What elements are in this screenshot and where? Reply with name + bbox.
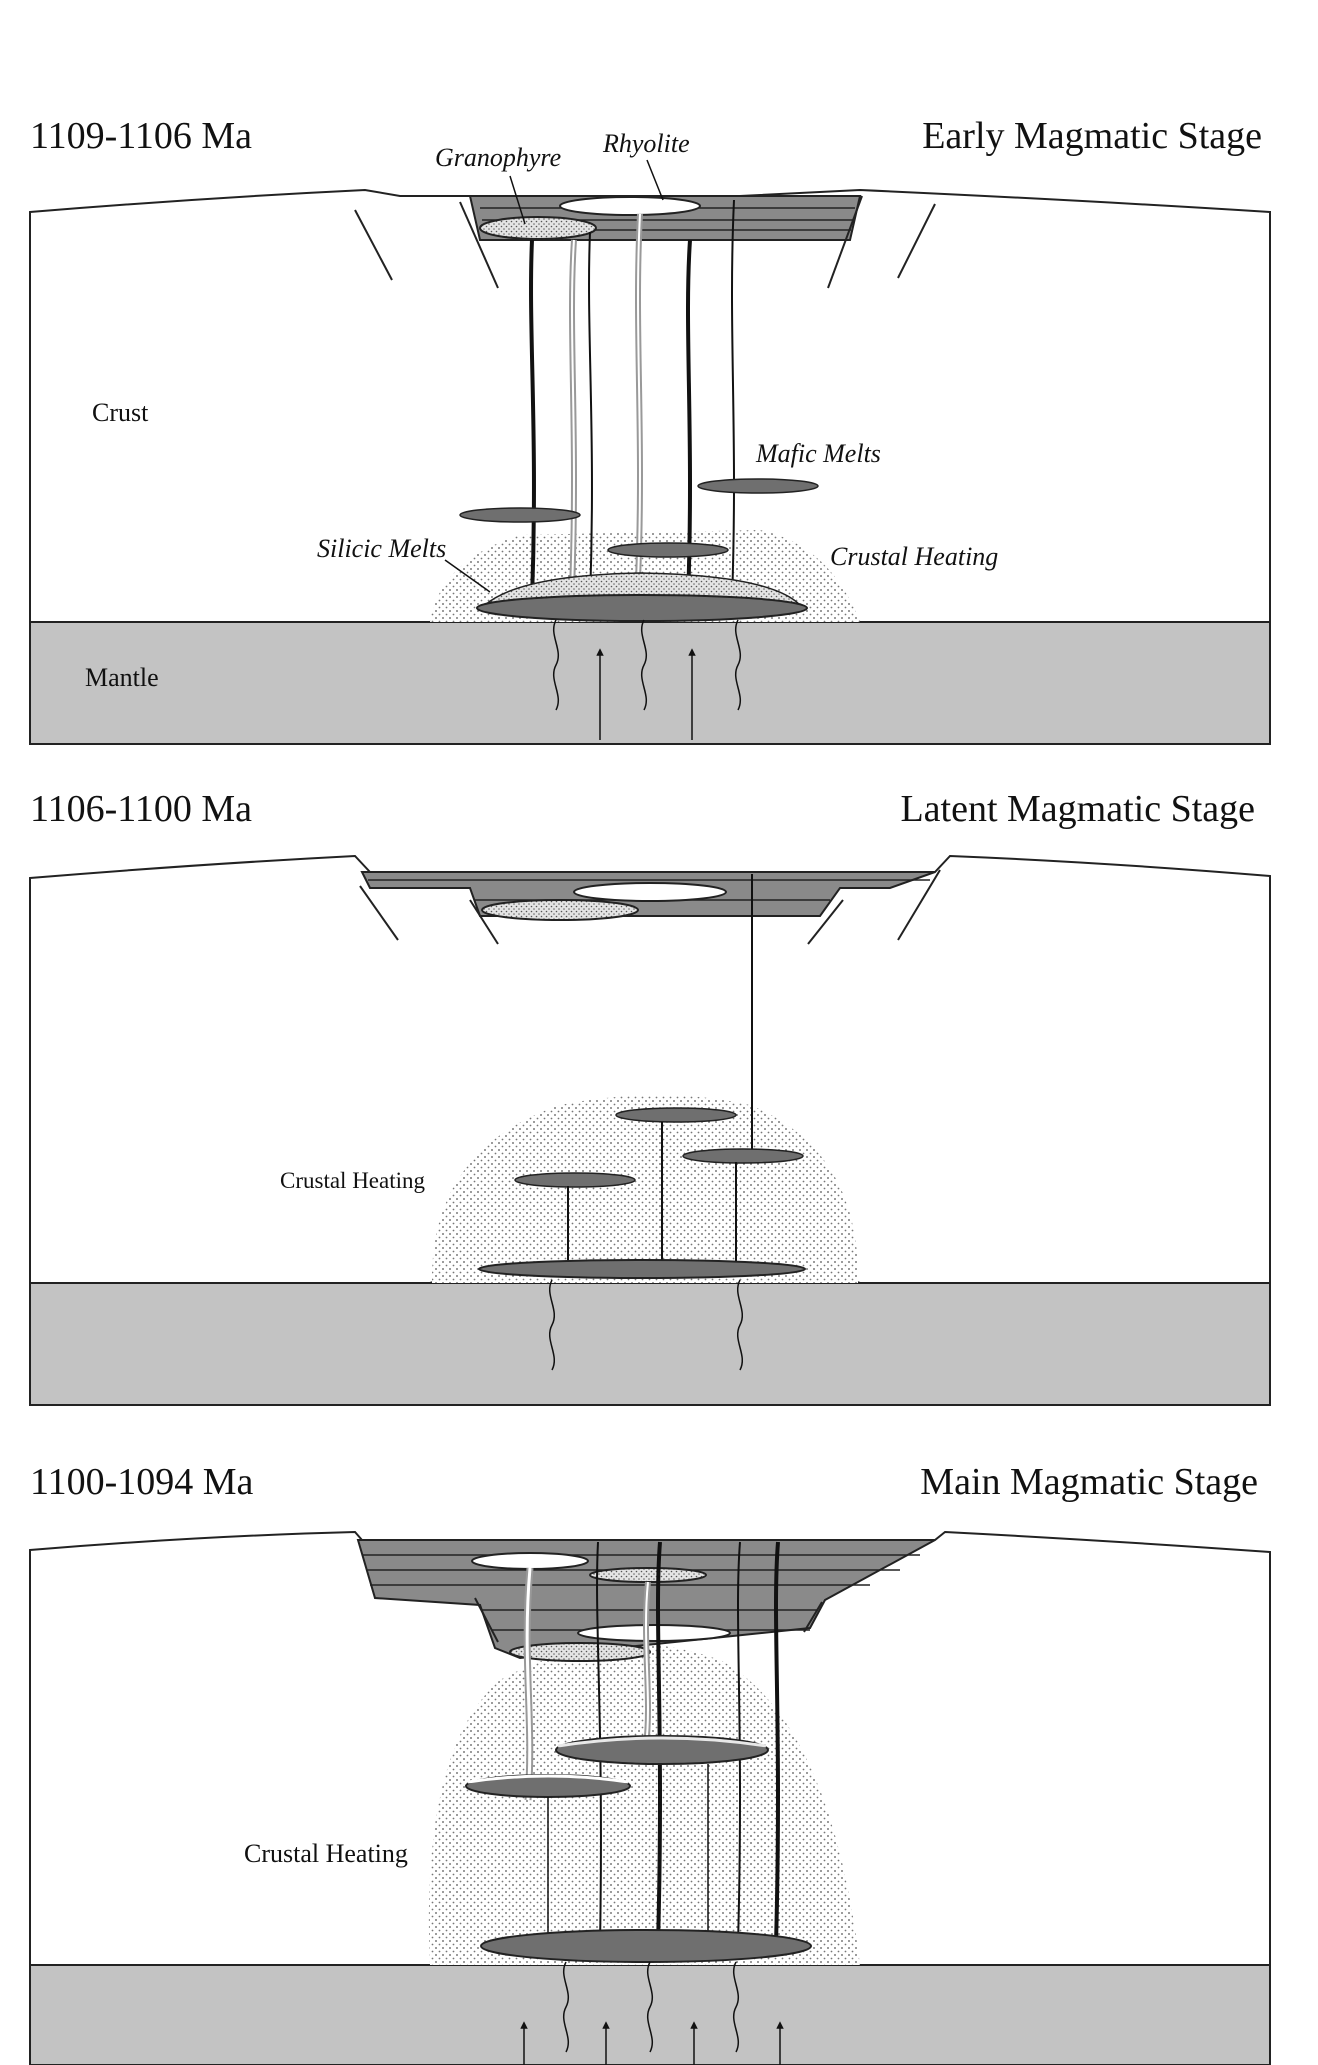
panel-main-magmatic-stage: 1100-1094 Ma Main Magmatic Stage xyxy=(29,1461,1271,2065)
panel-1-stage-label: Early Magmatic Stage xyxy=(922,115,1262,157)
rhyolite-label: Rhyolite xyxy=(602,129,690,158)
panel-3-stage-label: Main Magmatic Stage xyxy=(920,1461,1258,1503)
panel-1-mafic-sill xyxy=(607,542,729,558)
panel-early-magmatic-stage: 1109-1106 Ma Early Magmatic Stage xyxy=(29,115,1271,745)
panel-2-mafic-sill xyxy=(514,1172,636,1188)
panel-2-granophyre-sill xyxy=(481,899,639,921)
panel-3-mantle xyxy=(29,1964,1271,2065)
mafic-melts-label: Mafic Melts xyxy=(755,439,881,468)
panel-3-mafic-sill xyxy=(555,1735,769,1765)
panel-2-mafic-sill xyxy=(615,1107,737,1123)
panel-1-granophyre-sill xyxy=(479,216,597,240)
panel-2-rhyolite-flow xyxy=(573,882,727,902)
panel-1-age-label: 1109-1106 Ma xyxy=(30,115,252,157)
panel-3-age-label: 1100-1094 Ma xyxy=(30,1461,254,1503)
panel-1-basal-mafic-chamber xyxy=(476,594,808,622)
mantle-label: Mantle xyxy=(85,663,159,692)
panel-3-granophyre-sill xyxy=(509,1642,651,1662)
crustal-heating-label-1: Crustal Heating xyxy=(830,542,998,571)
panel-1-rhyolite-flow xyxy=(559,196,701,216)
panel-3-crustal-heating-zone xyxy=(428,1644,860,1965)
panel-2-age-label: 1106-1100 Ma xyxy=(30,788,252,830)
panel-3-basal-mafic-chamber xyxy=(480,1929,812,1963)
panel-2-mantle xyxy=(29,1282,1271,1406)
panel-1-mafic-sill xyxy=(459,507,581,523)
crustal-heating-label-3: Crustal Heating xyxy=(244,1839,408,1868)
panel-1-mafic-sill xyxy=(697,478,819,494)
panel-1-crust xyxy=(29,188,1271,623)
crust-label: Crust xyxy=(92,398,149,427)
silicic-melts-label: Silicic Melts xyxy=(317,534,446,563)
granophyre-label: Granophyre xyxy=(435,143,561,172)
panel-2-stage-label: Latent Magmatic Stage xyxy=(900,788,1255,830)
panel-2-mafic-sill xyxy=(682,1148,804,1164)
panel-3-granophyre-sill xyxy=(589,1567,707,1583)
panel-3-rhyolite-flow xyxy=(471,1552,589,1570)
panel-2-basal-mafic-chamber xyxy=(478,1259,806,1279)
panel-1-mantle xyxy=(29,621,1271,745)
panel-3-rhyolite-flow xyxy=(577,1624,731,1642)
panel-latent-magmatic-stage: 1106-1100 Ma Latent Magmatic Stage Crust… xyxy=(29,788,1271,1406)
panel-2-crust xyxy=(29,854,1271,1284)
crustal-heating-label-2: Crustal Heating xyxy=(280,1168,425,1193)
